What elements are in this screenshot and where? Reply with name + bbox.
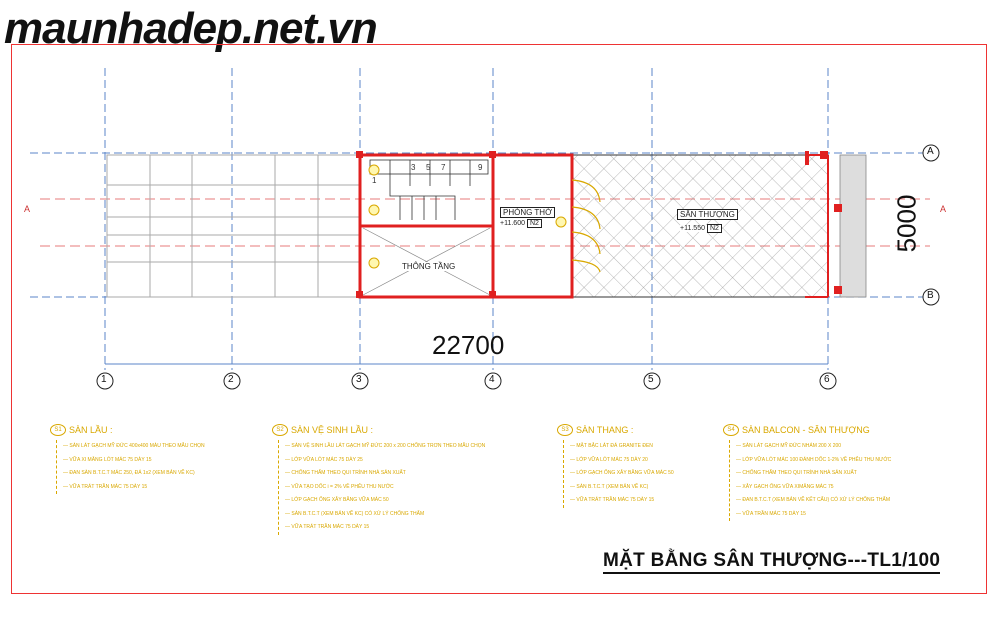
note-item: ĐAN B.T.C.T (XEM BẢN VẼ KẾT CẤU) CÓ XỬ L…: [736, 494, 891, 508]
level-value: +11.550: [680, 225, 705, 232]
note-badge: S4: [723, 424, 739, 436]
note-item: CHỐNG THẤM THEO QUI TRÌNH NHÀ SẢN XUẤT: [736, 467, 891, 481]
room-label-terrace: SÂN THƯỢNG: [677, 209, 738, 220]
note-list: SÀN LÁT GẠCH MỸ ĐỨC NHÁM 200 X 200 LỚP V…: [729, 440, 891, 521]
note-item: LỚP VỮA LÓT MÁC 100 ĐÁNH DỐC 1-2% VỀ PHỄ…: [736, 454, 891, 468]
level-tag: N2: [706, 224, 722, 233]
stair-step-number: 5: [426, 163, 431, 172]
note-item: VỮA TRÁT TRẦN MÁC 75 DÀY 15: [63, 481, 205, 495]
note-badge: S3: [557, 424, 573, 436]
note-item: SÀN B.T.C.T (XEM BẢN VẼ KC) CÓ XỬ LÝ CHỐ…: [285, 508, 485, 522]
door-swings: [571, 179, 601, 273]
note-title: SÀN BALCON - SÂN THƯỢNG: [742, 425, 870, 435]
note-list: MẶT BẬC LÁT ĐÁ GRANITE ĐEN LỚP VỮA LÓT M…: [563, 440, 674, 508]
section-marker-left: A: [24, 204, 31, 214]
overall-width-dimension: 5000: [891, 194, 922, 253]
stair: [369, 159, 489, 220]
floor-finish-markers: [368, 164, 567, 269]
note-item: MẶT BẬC LÁT ĐÁ GRANITE ĐEN: [570, 440, 674, 454]
note-item: CHỐNG THẤM THEO QUI TRÌNH NHÀ SẢN XUẤT: [285, 467, 485, 481]
note-item: VỮA TRÁT TRẦN MÁC 75 DÀY 15: [570, 494, 674, 508]
axis-label-2: 2: [228, 374, 234, 385]
parapet-strip: [839, 154, 867, 298]
lower-roof-outline: [106, 154, 361, 298]
note-item: VỮA XI MĂNG LÓT MÁC 75 DÀY 15: [63, 454, 205, 468]
stair-step-number: 7: [441, 163, 446, 172]
note-title: SÀN VỆ SINH LẦU :: [291, 425, 374, 435]
stair-step-number: 1: [372, 176, 377, 185]
note-badge: S1: [50, 424, 66, 436]
axis-label-6: 6: [824, 374, 830, 385]
level-tag: N2: [526, 219, 542, 228]
note-item: LỚP GẠCH ỐNG XÂY BẰNG VỮA MÁC 50: [285, 494, 485, 508]
note-item: LỚP GẠCH ỐNG XÂY BẰNG VỮA MÁC 50: [570, 467, 673, 481]
note-item: LỚP VỮA LÓT MÁC 75 DÀY 25: [285, 454, 485, 468]
note-title: SÀN LẦU :: [69, 425, 113, 435]
axis-label-4: 4: [489, 374, 495, 385]
sheet-title: MẶT BẰNG SÂN THƯỢNG---TL1/100: [603, 550, 941, 574]
note-item: LỚP VỮA LÓT MÁC 75 DÀY 20: [570, 454, 674, 468]
stair-step-number: 9: [478, 163, 483, 172]
walls: [358, 153, 574, 299]
stair-step-number: 3: [411, 163, 416, 172]
note-list: SÀN VỆ SINH LẦU LÁT GẠCH MỸ ĐỨC 200 x 20…: [278, 440, 485, 535]
overall-length-dimension: 22700: [432, 330, 505, 360]
note-item: SÀN LÁT GẠCH MỸ ĐỨC 400x400 MÀU THEO MẪU…: [63, 440, 204, 454]
drawing-frame: [11, 44, 987, 594]
note-item: SÀN LÁT GẠCH MỸ ĐỨC NHÁM 200 X 200: [736, 440, 891, 454]
note-item: VỮA TRẦN MÁC 75 DÀY 15: [736, 508, 891, 522]
room-label-void: THÔNG TẦNG: [402, 262, 456, 271]
note-item: VỮA TẠO DỐC i = 2% VỀ PHỄU THU NƯỚC: [285, 481, 485, 495]
note-item: ĐAN SÀN B.T.C.T MÁC 250, ĐÁ 1x2 (XEM BẢN…: [63, 467, 205, 481]
axis-bubbles: [96, 144, 940, 390]
void-cross: [362, 227, 491, 296]
room-label-stair-hall: PHÒNG THỜ: [500, 207, 555, 218]
level-value: +11.600: [500, 220, 525, 227]
section-marker-right: A: [940, 204, 947, 214]
note-badge: S2: [272, 424, 288, 436]
axis-label-3: 3: [356, 374, 362, 385]
note-item: XÂY GẠCH ỐNG VỮA XIMĂNG MÁC 75: [736, 481, 891, 495]
note-item: VỮA TRÁT TRẦN MÁC 75 DÀY 15: [285, 521, 485, 535]
axis-label-5: 5: [648, 374, 654, 385]
note-item: SÀN VỆ SINH LẦU LÁT GẠCH MỸ ĐỨC 200 x 20…: [285, 440, 485, 454]
note-item: SÀN B.T.C.T (XEM BẢN VẼ KC): [570, 481, 674, 495]
axis-label-b: B: [927, 290, 934, 301]
note-list: SÀN LÁT GẠCH MỸ ĐỨC 400x400 MÀU THEO MẪU…: [56, 440, 205, 494]
note-title: SÀN THANG :: [576, 425, 634, 435]
columns: [356, 151, 842, 298]
axis-label-1: 1: [101, 374, 107, 385]
terrace-hatch: [572, 154, 829, 298]
axis-label-a: A: [927, 146, 934, 157]
